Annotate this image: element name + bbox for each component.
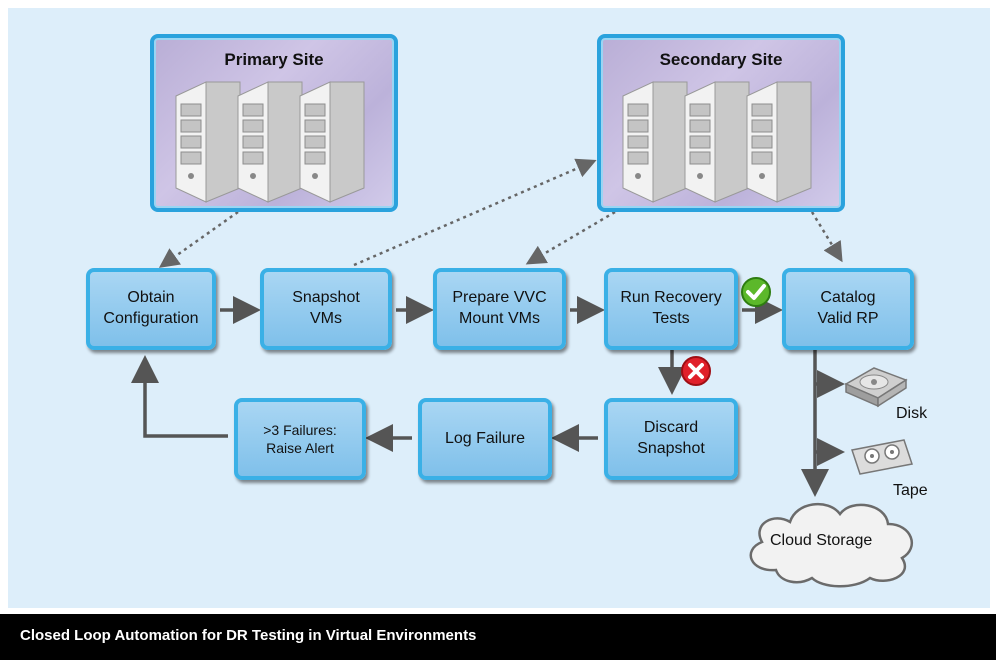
dotted-arrow-primary-to-obtain (158, 210, 239, 268)
dotted-arrow-snapshot-to-secondary (353, 158, 597, 267)
step-raise-alert: >3 Failures: Raise Alert (234, 398, 366, 480)
tape-label: Tape (893, 482, 928, 499)
tape-icon (851, 439, 913, 475)
disk-icon (844, 367, 908, 408)
secondary-site-title: Secondary Site (659, 50, 783, 69)
step-log-failure: Log Failure (418, 398, 552, 480)
dotted-arrow-secondary-to-prepare (525, 210, 616, 265)
server-rack-icon (622, 81, 812, 203)
cloud-icon (749, 502, 913, 588)
check-icon (741, 277, 771, 307)
caption-bar: Closed Loop Automation for DR Testing in… (0, 614, 996, 660)
step-obtain-configuration-label: Obtain Configuration (103, 289, 199, 327)
primary-site-title: Primary Site (224, 50, 324, 69)
caption-text: Closed Loop Automation for DR Testing in… (20, 627, 477, 644)
step-run-recovery-tests-label: Run Recovery Tests (620, 289, 722, 327)
step-catalog-valid-rp: Catalog Valid RP (782, 268, 914, 350)
step-catalog-valid-rp-label: Catalog Valid RP (817, 289, 879, 327)
cloud-storage-label: Cloud Storage (770, 532, 873, 549)
error-x-icon (681, 356, 711, 386)
secondary-site-panel: Secondary Site (597, 34, 845, 212)
dotted-arrow-secondary-to-catalog (810, 211, 843, 263)
step-snapshot-vms: Snapshot VMs (260, 268, 392, 350)
step-raise-alert-label: >3 Failures: Raise Alert (263, 421, 337, 456)
step-discard-snapshot: Discard Snapshot (604, 398, 738, 480)
step-snapshot-vms-label: Snapshot VMs (292, 289, 360, 327)
arrow-alert-to-obtain (131, 355, 228, 438)
step-log-failure-label: Log Failure (444, 429, 526, 447)
step-obtain-configuration: Obtain Configuration (86, 268, 216, 350)
primary-site-panel: Primary Site (150, 34, 398, 212)
step-discard-snapshot-label: Discard Snapshot (637, 419, 705, 457)
disk-label: Disk (896, 405, 928, 422)
step-prepare-vvc-label: Prepare VVC Mount VMs (452, 289, 547, 327)
server-rack-icon (175, 81, 365, 203)
step-run-recovery-tests: Run Recovery Tests (604, 268, 738, 350)
step-prepare-vvc: Prepare VVC Mount VMs (433, 268, 566, 350)
